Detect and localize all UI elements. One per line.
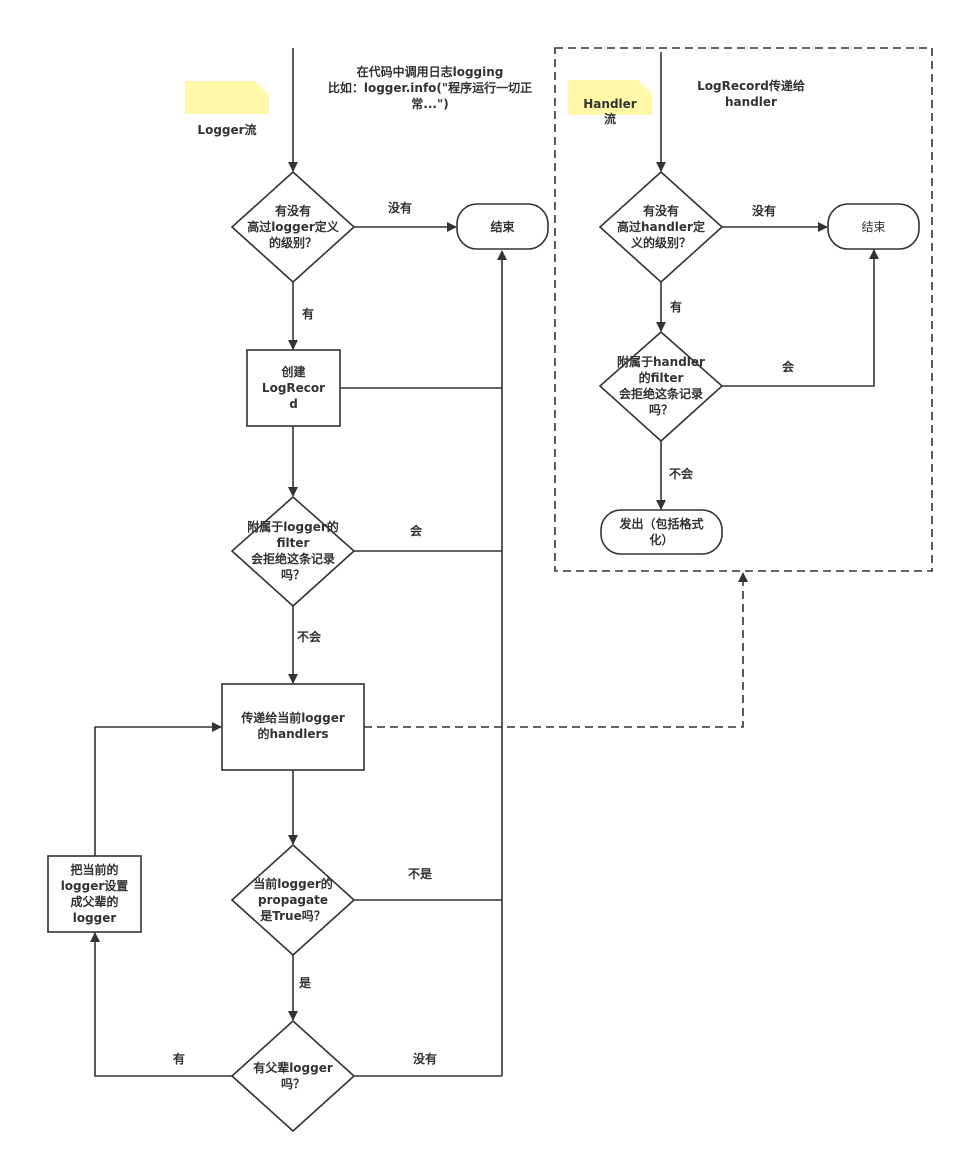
handler-end-label: 结束	[861, 220, 886, 234]
create-record-box	[246, 349, 341, 427]
propagate-no-label: 不是	[407, 867, 432, 881]
emit-terminal	[600, 509, 723, 555]
edge-set-parent-to-pass	[94, 722, 222, 856]
set-parent-box	[47, 855, 142, 933]
handler-filter-no-label: 不会	[668, 467, 693, 481]
logger-end-label: 结束	[490, 220, 515, 234]
logger-filter-no-label: 不会	[296, 630, 321, 644]
logger-end-terminal	[456, 203, 549, 250]
handler-level-no-label: 没有	[751, 204, 776, 218]
handler-flow-note: Handler 流	[568, 80, 652, 126]
handler-level-yes-label: 有	[669, 300, 682, 314]
handler-filter-yes-label: 会	[781, 360, 794, 374]
parent-yes-label: 有	[172, 1052, 185, 1066]
logger-start-text: 在代码中调用日志logging 比如：logger.info("程序运行一切正 …	[327, 65, 533, 111]
handler-flow-boundary	[554, 47, 933, 572]
set-parent-label: 把当前的 logger设置 成父辈的 logger	[60, 863, 129, 925]
edge-parent-yes-to-set-parent	[90, 932, 232, 1077]
handler-flow-note-label: Handler 流	[583, 97, 637, 126]
logger-filter-yes-label: 会	[409, 524, 422, 538]
logger-level-yes-label: 有	[301, 307, 314, 321]
propagate-yes-label: 是	[298, 976, 311, 990]
handler-level-question: 有没有 高过handler定 义的级别？	[617, 204, 705, 250]
handler-start-text: LogRecord传递给 handler	[697, 79, 805, 109]
propagate-question: 当前logger的 propagate 是True吗？	[253, 877, 333, 923]
parent-decision	[230, 1019, 356, 1133]
logger-flow-note: Logger流	[185, 81, 269, 137]
create-record-label: 创建 LogRecor d	[261, 365, 326, 411]
edge-handler-filter-yes-to-end	[722, 249, 879, 387]
emit-label: 发出（包括格式 化）	[619, 517, 704, 547]
logger-filter-question: 附属于logger的 filter 会拒绝这条记录 吗？	[247, 520, 339, 582]
parent-question: 有父辈logger 吗？	[253, 1061, 333, 1091]
parent-no-label: 没有	[412, 1052, 437, 1066]
logger-level-question: 有没有 高过logger定义 的级别？	[247, 204, 339, 250]
logger-level-no-label: 没有	[387, 201, 412, 215]
logger-flow-note-label: Logger流	[197, 123, 257, 137]
pass-handlers-box	[221, 683, 365, 771]
pass-handlers-label: 传递给当前logger 的handlers	[241, 711, 345, 741]
edge-pass-to-handler-flow	[364, 572, 748, 728]
handler-filter-question: 附属于handler 的filter 会拒绝这条记录 吗？	[617, 355, 705, 417]
